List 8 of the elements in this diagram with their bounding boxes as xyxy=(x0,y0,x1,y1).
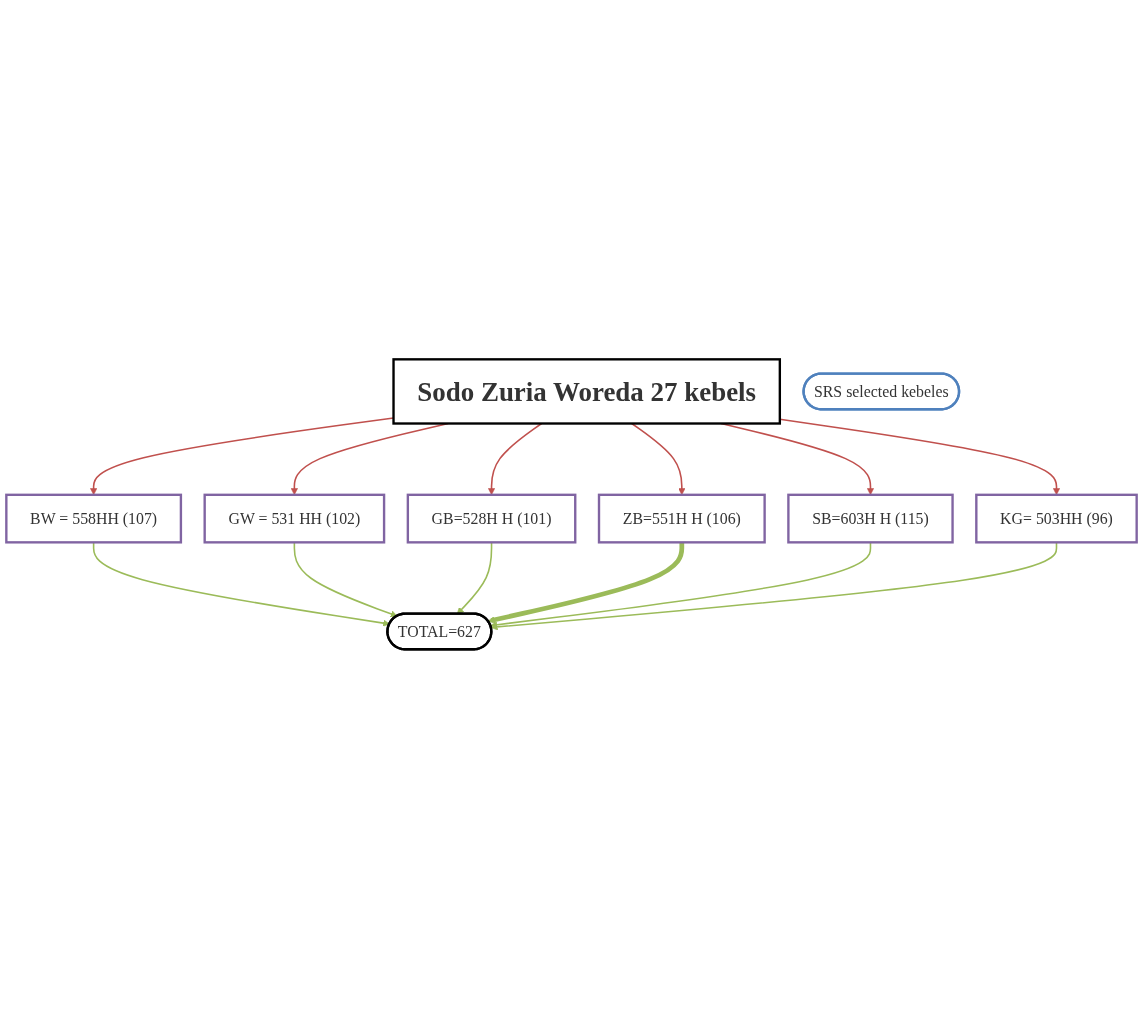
node-box: ZB=551H H (106) xyxy=(597,493,766,544)
node-box: BW = 558HH (107) xyxy=(5,493,183,544)
node-box: GB=528H H (101) xyxy=(406,493,577,544)
node-box: SB=603H H (115) xyxy=(787,493,954,544)
arrow xyxy=(487,542,685,624)
node-box: Sodo Zuria Woreda 27 kebels xyxy=(392,358,782,425)
node-box: KG= 503HH (96) xyxy=(975,493,1138,544)
node-box: GW = 531 HH (102) xyxy=(203,493,386,544)
